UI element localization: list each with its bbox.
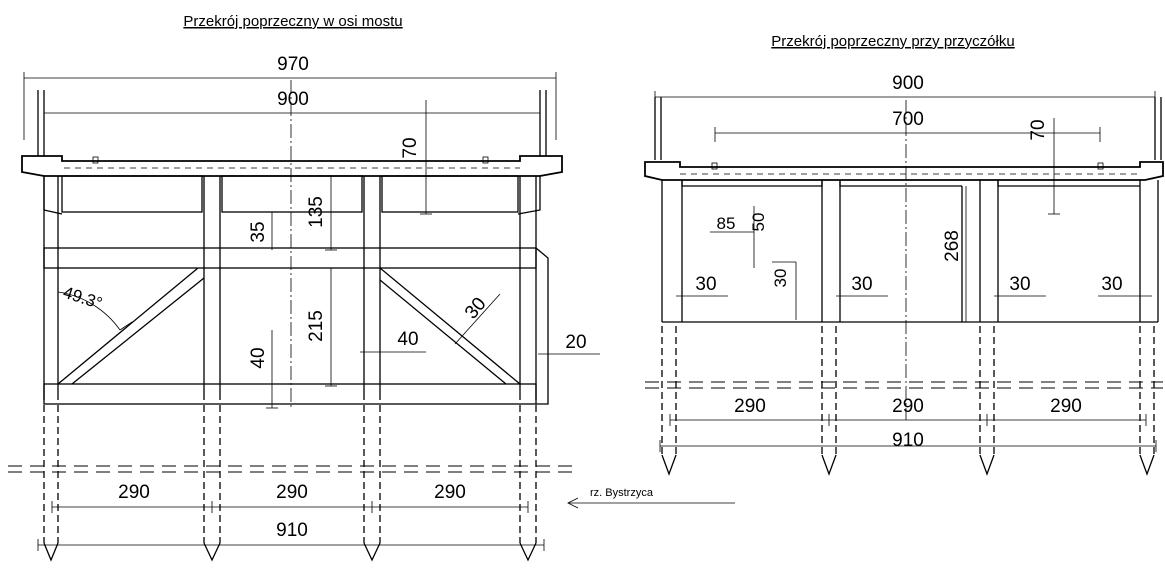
left-dim-cap-depth: 35: [248, 221, 269, 242]
left-cross-section: Przekrój poprzeczny w osi mostu 970 900: [8, 13, 735, 562]
left-dim-cap-height: 135: [306, 196, 327, 228]
left-title: Przekrój poprzeczny w osi mostu: [183, 13, 402, 30]
right-dim-wall-2: 30: [851, 274, 872, 295]
left-dim-brace-height: 215: [306, 310, 327, 342]
river-label: rz. Bystrzyca: [590, 487, 654, 499]
left-dim-overall-width: 970: [277, 54, 309, 75]
left-dim-brace-width: 30: [461, 294, 491, 324]
left-dim-angle: 49.3°: [61, 283, 105, 313]
right-dim-wall-height: 268: [942, 230, 963, 262]
right-title: Przekrój poprzeczny przy przyczółku: [771, 33, 1014, 50]
right-dim-span-1: 290: [734, 396, 766, 417]
right-dim-total-span: 910: [892, 430, 924, 451]
left-dim-offset: 20: [565, 332, 586, 353]
right-dim-small-b: 50: [749, 213, 768, 232]
right-dim-span-2: 290: [892, 396, 924, 417]
right-dim-inner-width: 700: [892, 109, 924, 130]
right-dim-deck: 70: [1028, 119, 1049, 140]
left-dim-span-3: 290: [434, 482, 466, 503]
right-cross-section: Przekrój poprzeczny przy przyczółku 900 …: [644, 33, 1164, 476]
left-dim-inner-width: 900: [277, 89, 309, 110]
right-dim-span-3: 290: [1050, 396, 1082, 417]
right-dim-overall-width: 900: [892, 73, 924, 94]
right-dim-wall-3: 30: [1009, 274, 1030, 295]
left-dim-span-1: 290: [118, 482, 150, 503]
right-dim-wall-4: 30: [1101, 274, 1122, 295]
left-dim-total-span: 910: [276, 520, 308, 541]
right-dim-small-a: 85: [717, 214, 736, 233]
right-dim-small-c: 30: [771, 269, 790, 288]
right-dim-wall-1: 30: [695, 274, 716, 295]
left-dim-bottom-beam: 40: [248, 347, 269, 368]
left-dim-column-width: 40: [397, 329, 418, 350]
left-dim-span-2: 290: [276, 482, 308, 503]
left-dim-deck: 70: [400, 137, 421, 158]
